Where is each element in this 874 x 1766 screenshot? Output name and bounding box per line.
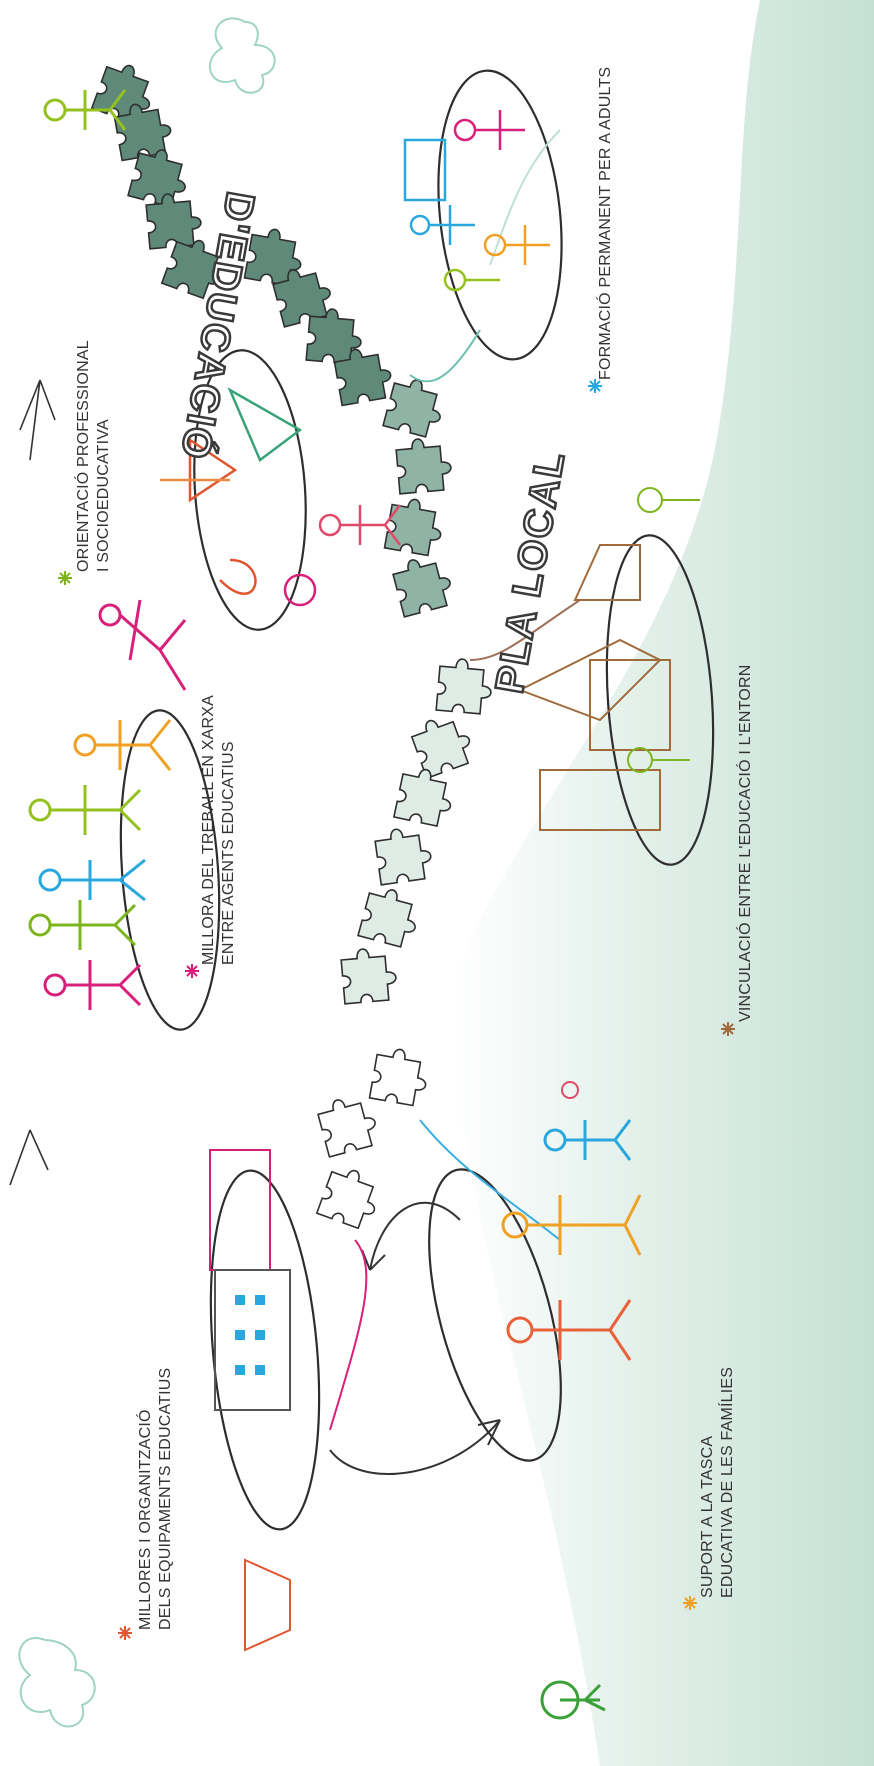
title-line1: PLA LOCAL [488,447,574,696]
label-families-line2: EDUCATIVA DE LES FAMÍLIES [717,1367,736,1598]
label-formacio-line1: FORMACIÓ PERMANENT PER A ADULTS [595,67,614,380]
label-vinculacio-line1: VINCULACIÓ ENTRE L'EDUCACIÓ I L'ENTORN [735,665,754,1022]
label-families: SUPORT A LA TASCA EDUCATIVA DE LES FAMÍL… [699,1367,736,1598]
ellipse-equipaments [209,1169,321,1531]
figure-top [43,89,127,131]
label-xarxa: MILLORA DEL TREBALL EN XARXA ENTRE AGENT… [200,695,237,965]
label-orientacio-line1: ORIENTACIÓ PROFESSIONAL [73,340,92,572]
flower-icon [561,1081,579,1099]
arrow-icon [9,379,56,1186]
ellipse-families [428,1168,562,1462]
items-orientacio [160,387,401,607]
label-xarxa-line1: MILLORA DEL TREBALL EN XARXA [200,695,217,965]
label-formacio: FORMACIÓ PERMANENT PER A ADULTS [595,67,614,380]
label-orientacio-line2: I SOCIOEDUCATIVA [95,419,112,572]
figures-families [501,1119,642,1361]
tree-icon [540,1680,606,1720]
green-hill [451,0,874,1766]
building-equipaments [209,1149,291,1652]
hand-lines [329,129,581,1431]
cycle-arrows [329,1201,501,1475]
ellipse-xarxa [119,709,221,1031]
items-formacio [403,110,550,292]
ellipse-orientacio [193,349,307,631]
label-orientacio: ORIENTACIÓ PROFESSIONAL I SOCIOEDUCATIVA [73,340,112,572]
figures-xarxa [28,599,187,1010]
label-equipaments-line2: DELS EQUIPAMENTS EDUCATIUS [157,1368,174,1630]
asterisk-markers [58,379,735,1640]
label-equipaments: MILLORES I ORGANITZACIÓ DELS EQUIPAMENTS… [135,1368,174,1630]
label-vinculacio: VINCULACIÓ ENTRE L'EDUCACIÓ I L'ENTORN [735,665,754,1022]
ellipse-formacio [437,69,563,361]
cloud-icon [18,1637,96,1728]
label-families-line1: SUPORT A LA TASCA [699,1436,716,1598]
cloud-icon [208,17,276,94]
label-equipaments-line1: MILLORES I ORGANITZACIÓ [135,1409,154,1630]
building-vinculacio [517,487,700,831]
label-xarxa-line2: ENTRE AGENTS EDUCATIUS [220,741,237,965]
ellipse-vinculacio [605,534,715,866]
